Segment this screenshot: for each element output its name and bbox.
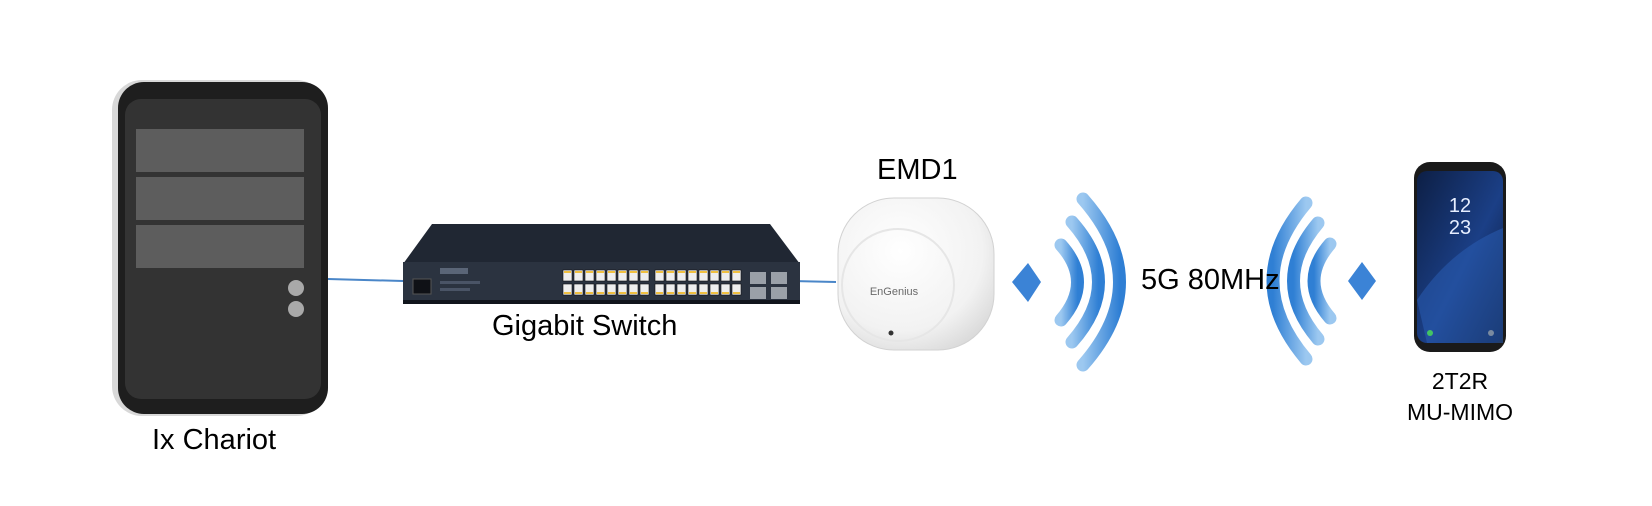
ap-brand-text: EnGenius xyxy=(870,286,919,298)
drive-bay xyxy=(136,177,304,220)
rj45-port xyxy=(584,269,595,282)
port-led xyxy=(689,292,696,294)
port-led xyxy=(656,271,663,273)
switch-label: Gigabit Switch xyxy=(492,310,678,342)
phone-clock-minute: 23 xyxy=(1449,217,1471,239)
phone-clock-hour: 12 xyxy=(1449,195,1471,217)
port-led xyxy=(733,271,740,273)
wifi-signal-icon xyxy=(1266,196,1376,366)
port-led xyxy=(630,292,637,294)
rj45-port xyxy=(584,283,595,296)
rj45-port xyxy=(709,283,720,296)
rj45-port xyxy=(617,269,628,282)
rj45-port xyxy=(731,269,742,282)
port-led xyxy=(597,271,604,273)
port-led xyxy=(608,292,615,294)
port-led xyxy=(575,292,582,294)
drive-bay xyxy=(136,225,304,268)
rj45-port xyxy=(665,283,676,296)
sfp-port xyxy=(771,272,787,284)
sfp-port xyxy=(750,272,766,284)
rj45-port xyxy=(573,269,584,282)
sfp-port xyxy=(771,287,787,299)
rj45-port xyxy=(628,283,639,296)
port-led xyxy=(711,271,718,273)
port-led xyxy=(586,292,593,294)
rj45-port xyxy=(698,269,709,282)
rj45-port xyxy=(562,283,573,296)
drive-bay xyxy=(136,129,304,172)
sfp-port xyxy=(750,287,766,299)
rj45-port xyxy=(676,269,687,282)
client-label-line1: 2T2R xyxy=(1431,368,1489,394)
client-label-line2: MU-MIMO xyxy=(1406,399,1514,425)
network-switch-icon xyxy=(403,224,800,304)
rj45-port xyxy=(654,283,665,296)
rj45-port xyxy=(687,269,698,282)
rj45-port xyxy=(720,283,731,296)
port-led xyxy=(630,271,637,273)
reset-button xyxy=(288,301,304,317)
switch-port-bank xyxy=(562,269,742,296)
access-point-label: EMD1 xyxy=(877,154,958,186)
port-led xyxy=(656,292,663,294)
rj45-port xyxy=(698,283,709,296)
rj45-port xyxy=(595,283,606,296)
server-tower-icon xyxy=(112,80,328,416)
wireless-link-label: 5G 80MHz xyxy=(1141,264,1280,296)
ethernet-link-server-switch xyxy=(327,278,404,282)
rj45-port xyxy=(573,283,584,296)
port-led xyxy=(619,292,626,294)
wifi-signal-icon xyxy=(1012,192,1126,372)
rj45-port xyxy=(639,269,650,282)
port-led xyxy=(689,271,696,273)
rj45-port xyxy=(639,283,650,296)
port-led xyxy=(711,292,718,294)
port-led xyxy=(722,292,729,294)
power-button xyxy=(288,280,304,296)
port-led xyxy=(641,271,648,273)
phone-app-icon xyxy=(1488,330,1494,336)
ap-status-led xyxy=(888,330,894,336)
rj45-port xyxy=(665,269,676,282)
server-label: Ix Chariot xyxy=(152,424,277,456)
port-led xyxy=(575,271,582,273)
port-led xyxy=(564,292,571,294)
rj45-port xyxy=(676,283,687,296)
smartphone-icon: 12 23 xyxy=(1414,162,1506,352)
rj45-port xyxy=(606,283,617,296)
port-led xyxy=(733,292,740,294)
rj45-port xyxy=(654,269,665,282)
port-led xyxy=(564,271,571,273)
rj45-port xyxy=(687,283,698,296)
port-led xyxy=(667,292,674,294)
rj45-port xyxy=(628,269,639,282)
rj45-port xyxy=(617,283,628,296)
port-led xyxy=(700,271,707,273)
port-led xyxy=(641,292,648,294)
port-led xyxy=(619,271,626,273)
rj45-port xyxy=(606,269,617,282)
phone-app-icon xyxy=(1427,330,1433,336)
port-led xyxy=(678,292,685,294)
port-led xyxy=(667,271,674,273)
client-label: 2T2R MU-MIMO xyxy=(1380,366,1540,428)
port-led xyxy=(700,292,707,294)
rj45-port xyxy=(595,269,606,282)
port-led xyxy=(608,271,615,273)
rj45-port xyxy=(562,269,573,282)
port-led xyxy=(678,271,685,273)
port-led xyxy=(597,292,604,294)
access-point-icon: EnGenius xyxy=(837,197,995,351)
port-led xyxy=(722,271,729,273)
rj45-port xyxy=(720,269,731,282)
port-led xyxy=(586,271,593,273)
rj45-port xyxy=(731,283,742,296)
rj45-port xyxy=(709,269,720,282)
